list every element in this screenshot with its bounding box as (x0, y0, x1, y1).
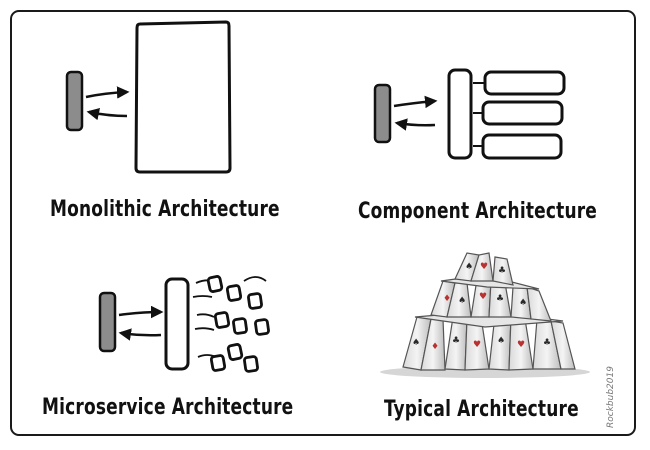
svg-text:♣: ♣ (498, 266, 506, 276)
service-node (254, 318, 270, 336)
component-diagram (373, 68, 566, 160)
gateway-block (164, 277, 190, 371)
svg-text:♦: ♦ (443, 294, 451, 304)
component-host-block (447, 68, 473, 160)
typical-caption: Typical Architecture (384, 397, 579, 422)
component-block-2 (481, 100, 564, 126)
svg-text:♣: ♣ (452, 336, 460, 346)
card-pyramid (402, 252, 576, 371)
component-panel: Component Architecture (325, 0, 650, 235)
svg-text:♣: ♣ (543, 338, 551, 348)
microservice-panel: Microservice Architecture (0, 235, 325, 450)
component-block-1 (483, 70, 566, 96)
microservice-nodes (206, 275, 270, 373)
service-node (226, 343, 244, 361)
monolith-block (134, 20, 232, 174)
request-arrow (393, 95, 438, 109)
monolithic-caption: Monolithic Architecture (50, 197, 280, 222)
client-block (98, 291, 117, 353)
svg-text:♥: ♥ (479, 292, 487, 302)
card-pips: ♠ ♦ ♣ ♥ ♠ ♥ ♣ ♦ ♠ ♥ ♣ ♠ ♠ ♥ ♣ (412, 262, 551, 352)
service-node (247, 292, 263, 310)
response-arrow (118, 328, 162, 341)
service-node (206, 275, 224, 293)
request-arrow (118, 305, 164, 319)
svg-text:♦: ♦ (431, 342, 439, 352)
typical-panel: ♠ ♦ ♣ ♥ ♠ ♥ ♣ ♦ ♠ ♥ ♣ ♠ ♠ ♥ ♣ Typical Ar… (325, 235, 650, 450)
monolithic-diagram (65, 20, 232, 174)
svg-text:♥: ♥ (480, 262, 488, 272)
service-node (232, 317, 248, 335)
service-node (213, 311, 231, 329)
svg-text:♠: ♠ (497, 336, 505, 346)
request-arrow (85, 86, 130, 99)
client-block (373, 83, 392, 144)
service-node (225, 284, 243, 302)
svg-text:♥: ♥ (473, 340, 481, 350)
microservice-caption: Microservice Architecture (42, 395, 294, 420)
service-node (243, 355, 259, 373)
client-block (65, 70, 84, 132)
svg-text:♠: ♠ (412, 338, 420, 348)
svg-text:♠: ♠ (458, 296, 466, 306)
artist-signature: Rockbub2019 (606, 366, 616, 428)
svg-text:♠: ♠ (519, 298, 527, 308)
monolithic-panel: Monolithic Architecture (0, 0, 325, 235)
svg-text:♣: ♣ (496, 294, 504, 304)
component-caption: Component Architecture (358, 199, 598, 224)
svg-text:♥: ♥ (517, 340, 525, 350)
svg-text:♠: ♠ (465, 262, 473, 272)
service-node (209, 354, 227, 372)
response-arrow (86, 107, 128, 121)
house-of-cards-illustration: ♠ ♦ ♣ ♥ ♠ ♥ ♣ ♦ ♠ ♥ ♣ ♠ ♠ ♥ ♣ (380, 252, 590, 378)
microservice-diagram (98, 275, 270, 373)
component-block-3 (481, 133, 563, 160)
response-arrow (394, 118, 436, 131)
